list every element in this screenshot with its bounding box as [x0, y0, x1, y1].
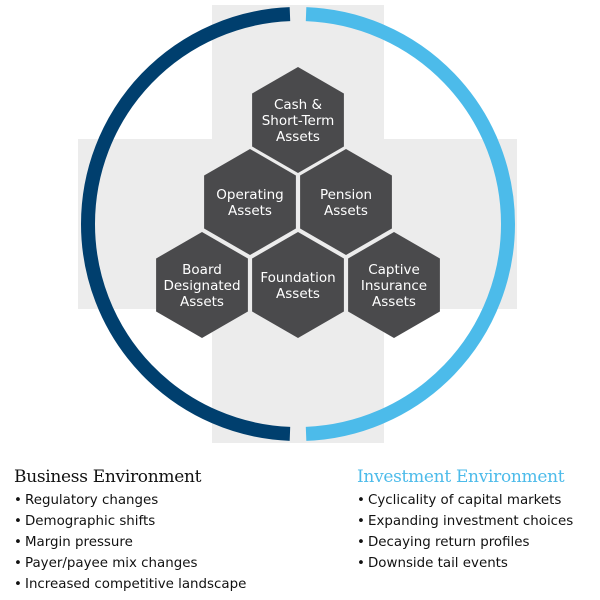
list-item-text: Expanding investment choices [368, 514, 574, 529]
hexagon-label: Captive [368, 262, 420, 278]
list-item-text: Payer/payee mix changes [25, 556, 198, 571]
hexagon-label: Assets [324, 203, 368, 219]
asset-hexagon-cluster: Cash &Short-TermAssetsOperatingAssetsPen… [156, 67, 440, 338]
bullet-icon: • [357, 556, 365, 571]
bullet-icon: • [14, 514, 22, 529]
bullet-icon: • [14, 556, 22, 571]
hexagon-label: Assets [372, 294, 416, 310]
asset-diagram: Cash &Short-TermAssetsOperatingAssetsPen… [78, 5, 517, 443]
list-item-text: Margin pressure [25, 535, 133, 550]
hexagon-label: Operating [216, 187, 284, 203]
investment-environment-list: •Cyclicality of capital markets•Expandin… [357, 490, 573, 574]
hexagon-shape [252, 67, 344, 173]
list-item: •Cyclicality of capital markets [357, 490, 573, 511]
investment-environment-section: Investment Environment •Cyclicality of c… [357, 466, 573, 574]
bullet-icon: • [14, 535, 22, 550]
bullet-icon: • [357, 514, 365, 529]
business-environment-arc [81, 7, 291, 441]
hexagon-label: Short-Term [262, 113, 335, 129]
list-item-text: Decaying return profiles [368, 535, 530, 550]
hexagon-label: Designated [163, 278, 240, 294]
list-item: •Payer/payee mix changes [14, 553, 246, 574]
investment-environment-arc [305, 7, 515, 441]
hexagon-label: Assets [228, 203, 272, 219]
business-environment-list: •Regulatory changes•Demographic shifts•M… [14, 490, 246, 595]
list-item-text: Cyclicality of capital markets [368, 493, 562, 508]
list-item: •Margin pressure [14, 532, 246, 553]
hexagon-label: Insurance [361, 278, 427, 294]
investment-environment-title: Investment Environment [357, 467, 565, 487]
hexagon-shape [204, 149, 296, 255]
list-item: •Regulatory changes [14, 490, 246, 511]
hexagon-label: Board [182, 262, 222, 278]
bullet-icon: • [357, 535, 365, 550]
list-item: •Expanding investment choices [357, 511, 573, 532]
hexagon-shape [252, 232, 344, 338]
hexagon-shape [156, 232, 248, 338]
list-item-text: Demographic shifts [25, 514, 156, 529]
list-item-text: Regulatory changes [25, 493, 159, 508]
list-item: •Increased competitive landscape [14, 574, 246, 595]
list-item: •Downside tail events [357, 553, 573, 574]
bullet-icon: • [357, 493, 365, 508]
hexagon-label: Cash & [274, 97, 323, 113]
hexagon-label: Assets [180, 294, 224, 310]
hexagon-label: Pension [320, 187, 372, 203]
list-item-text: Downside tail events [368, 556, 508, 571]
hexagon-shape [300, 149, 392, 255]
bullet-icon: • [14, 493, 22, 508]
hexagon-label: Assets [276, 286, 320, 302]
hexagon-shape [348, 232, 440, 338]
bullet-icon: • [14, 577, 22, 592]
hexagon-label: Assets [276, 129, 320, 145]
hexagon-label: Foundation [260, 270, 335, 286]
business-environment-section: Business Environment •Regulatory changes… [14, 466, 246, 595]
list-item-text: Increased competitive landscape [25, 577, 247, 592]
list-item: •Decaying return profiles [357, 532, 573, 553]
business-environment-title: Business Environment [14, 467, 202, 487]
list-item: •Demographic shifts [14, 511, 246, 532]
